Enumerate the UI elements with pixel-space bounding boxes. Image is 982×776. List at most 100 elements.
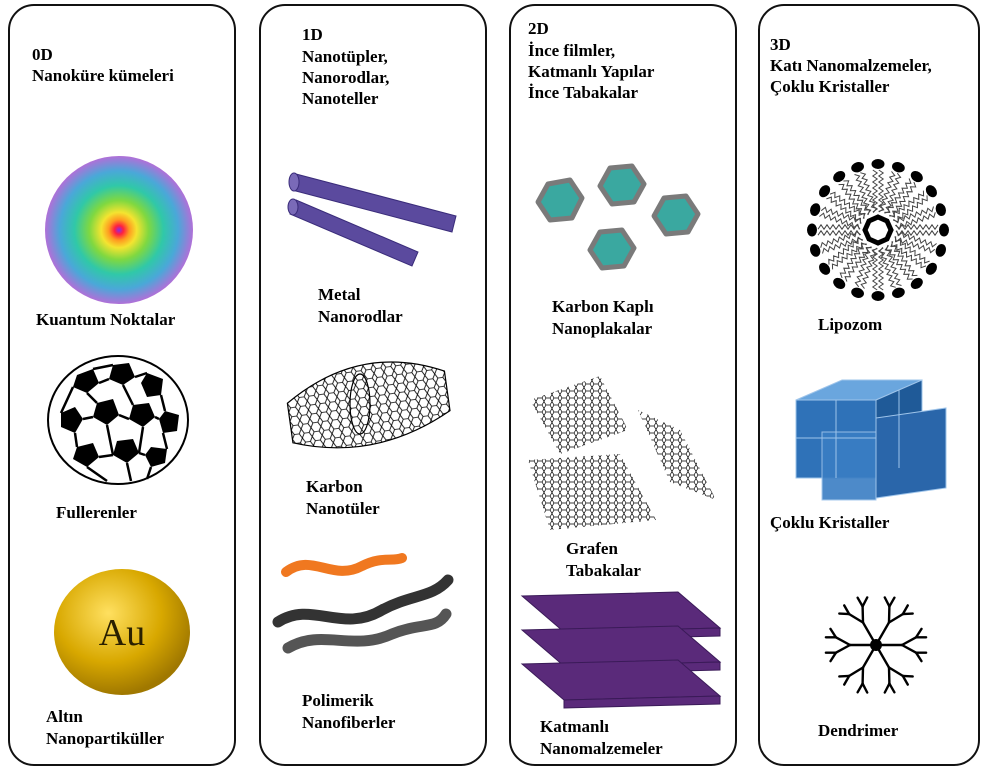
graphene-sheet-icon: [528, 376, 716, 530]
dendrimer-branch: [848, 612, 865, 624]
liposome-head: [819, 262, 831, 275]
label-quantum-dots: Kuantum Noktalar: [36, 310, 176, 329]
dendrimer-branch: [838, 612, 851, 616]
label-liposome: Lipozom: [818, 315, 883, 334]
liposome-head: [807, 223, 817, 237]
label-carbon-coated-nanoplates: Karbon Kaplı Nanoplakalar: [552, 297, 654, 338]
liposome-tail: [889, 190, 925, 218]
liposome-head: [810, 244, 821, 257]
liposome-tail: [893, 206, 934, 224]
layered-nanomaterial-icon: [520, 591, 722, 709]
dendrimer-icon: [824, 596, 928, 694]
dendrimer-branch: [848, 666, 865, 678]
dendrimer-branch: [901, 674, 910, 686]
label-gold-nanoparticles: Altın Nanopartiküller: [46, 707, 165, 748]
liposome-head: [871, 159, 885, 169]
liposome-tail: [890, 241, 918, 277]
dendrimer-branch: [829, 651, 838, 663]
dendrimer-branch: [838, 674, 851, 678]
label-dendrimer: Dendrimer: [818, 721, 899, 740]
dendrimer-branch: [887, 612, 905, 624]
liposome-tail: [843, 180, 871, 216]
dendrimer-branch: [843, 604, 851, 616]
liposome-tail: [884, 172, 902, 214]
panel-1d-title: 1D: [302, 25, 323, 44]
liposome-head: [925, 185, 937, 198]
label-carbon-nanotubes: Karbon Nanotüler: [306, 477, 380, 518]
dendrimer-branch: [901, 612, 914, 616]
liposome-tail: [871, 247, 879, 291]
liposome-tail: [817, 223, 861, 231]
panel-1d-subtitle: Nanotüpler, Nanorodlar, Nanoteller: [302, 47, 390, 108]
liposome-tail: [896, 230, 937, 248]
dendrimer-branch: [834, 636, 852, 647]
liposome-tail: [895, 223, 939, 231]
dendrimer-branch: [834, 643, 852, 654]
liposome-tail: [831, 242, 867, 270]
liposome-head: [851, 162, 864, 173]
panel-2d-subtitle: İnce filmler, Katmanlı Yapılar İnce Taba…: [528, 41, 655, 102]
liposome-tail: [877, 247, 885, 291]
liposome-tail: [894, 212, 936, 230]
dendrimer-branch: [883, 596, 891, 608]
liposome-head: [925, 262, 937, 275]
liposome-head: [910, 171, 923, 183]
panel-0d: [8, 4, 236, 766]
dendrimer-branch: [914, 627, 923, 639]
liposome-tail: [819, 212, 860, 230]
polymer-nanofiber-icon: [272, 553, 454, 654]
panel-1d: [259, 4, 487, 766]
liposome-tail: [894, 236, 936, 254]
label-polymer-nanofibers: Polimerik Nanofiberler: [302, 691, 396, 732]
label-layered-nanomaterials: Katmanlı Nanomalzemeler: [540, 717, 663, 758]
liposome-head: [935, 203, 946, 216]
liposome-tail: [889, 181, 917, 217]
dendrimer-branch: [888, 682, 896, 694]
liposome-tail: [891, 241, 927, 269]
liposome-tail: [839, 243, 867, 279]
liposome-head: [892, 162, 905, 173]
dendrimer-branch: [829, 627, 838, 639]
liposome-head: [833, 277, 846, 289]
liposome-head: [851, 287, 864, 298]
liposome-tail: [820, 206, 862, 224]
dendrimer-branch: [887, 666, 905, 678]
quantum-dot-icon: [45, 156, 193, 304]
carbon-nanotube-icon: [286, 361, 451, 449]
liposome-tail: [892, 195, 928, 223]
fullerene-icon: [47, 355, 189, 485]
label-fullerenes: Fullerenler: [56, 503, 137, 522]
dendrimer-branch: [900, 643, 918, 654]
liposome-head: [892, 287, 905, 298]
liposome-tail: [844, 246, 872, 282]
liposome-tail: [894, 236, 930, 264]
gold-symbol: Au: [99, 612, 145, 654]
dendrimer-branch: [856, 682, 864, 694]
liposome-tail: [878, 171, 896, 212]
liposome-tail: [854, 246, 872, 288]
liposome-tail: [885, 244, 913, 280]
panel-2d: [509, 4, 737, 766]
liposome-icon: [807, 159, 949, 301]
liposome-head: [939, 223, 949, 237]
label-metal-nanorods: Metal Nanorodlar: [318, 285, 403, 326]
dendrimer-branch: [856, 596, 864, 608]
dendrimer-branch: [843, 674, 851, 686]
liposome-tail: [829, 191, 865, 219]
liposome-tail: [860, 172, 878, 214]
liposome-tail: [895, 229, 939, 237]
liposome-head: [935, 244, 946, 257]
label-graphene-sheets: Grafen Tabakalar: [566, 539, 641, 580]
dendrimer-branch: [900, 636, 918, 647]
liposome-tail: [884, 245, 902, 286]
panel-3d-title: 3D: [770, 35, 791, 54]
liposome-tail: [817, 229, 861, 237]
polycrystal-cube-icon: [795, 379, 947, 501]
dendrimer-branch: [901, 604, 910, 616]
carbon-coated-nanoplate-icon: [535, 163, 701, 271]
liposome-tail: [828, 237, 864, 265]
panel-2d-title: 2D: [528, 19, 549, 38]
panel-0d-title: 0D: [32, 45, 53, 64]
liposome-tail: [877, 169, 885, 213]
dendrimer-branch: [888, 596, 896, 608]
